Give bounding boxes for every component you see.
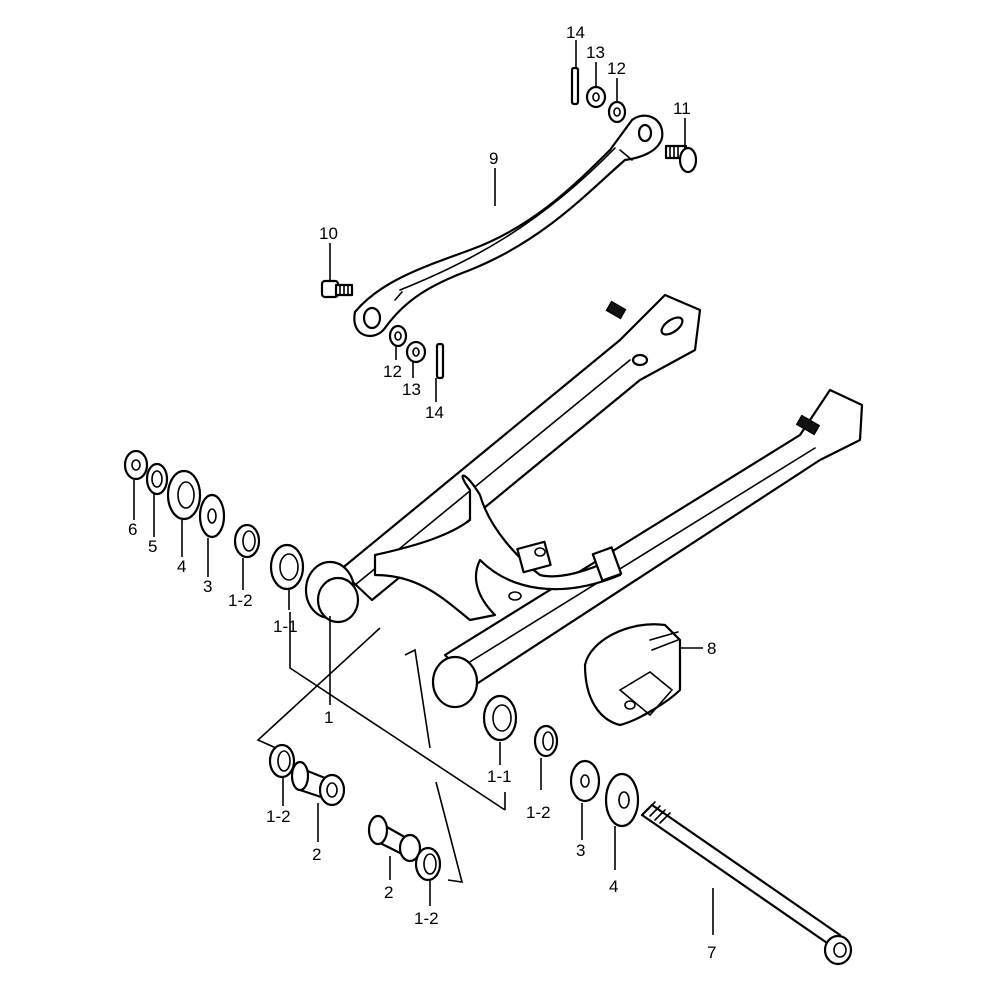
- label-2-left: 2: [312, 845, 321, 864]
- washer-3-left: [198, 493, 226, 539]
- bushing-1-1-right: [482, 694, 518, 742]
- pin-14-upper: [570, 66, 580, 106]
- swingarm: [304, 293, 864, 709]
- label-12-upper: 12: [607, 59, 626, 78]
- nut-13-upper: [585, 85, 607, 109]
- spacer-2-right: [367, 814, 422, 863]
- bushing-1-1-left: [269, 543, 305, 591]
- label-10: 10: [319, 224, 338, 243]
- label-1-2-right: 1-2: [526, 803, 551, 822]
- label-1-2-lower-left: 1-2: [266, 807, 291, 826]
- chain-guard: [583, 623, 682, 727]
- pivot-axle: [640, 801, 853, 966]
- label-8: 8: [707, 639, 716, 658]
- seal-4-right: [604, 772, 640, 828]
- bearing-1-2-left: [233, 523, 261, 559]
- seal-4-left: [166, 469, 202, 521]
- label-13-upper: 13: [586, 43, 605, 62]
- torque-link: [353, 114, 664, 337]
- label-4-right: 4: [609, 877, 618, 896]
- bearing-1-2-right: [533, 724, 559, 758]
- label-14-lower: 14: [425, 403, 444, 422]
- bearing-1-2-lower-left: [268, 743, 296, 779]
- label-9: 9: [489, 149, 498, 168]
- label-1: 1: [324, 708, 333, 727]
- label-7: 7: [707, 943, 716, 962]
- bolt-10: [320, 279, 354, 299]
- label-11: 11: [673, 99, 691, 118]
- spacer-2-left: [290, 760, 346, 807]
- label-3-right: 3: [576, 841, 585, 860]
- washer-12-upper: [607, 100, 627, 124]
- label-13-lower: 13: [402, 380, 421, 399]
- label-1-1-left: 1-1: [273, 617, 298, 636]
- part-labels: 14 13 12 11 9 10 12 13 14 6 5 4 3 1-2 1-…: [128, 23, 716, 962]
- label-1-2-left: 1-2: [228, 591, 253, 610]
- washer-3-right: [569, 759, 601, 803]
- nut-13-lower: [405, 340, 427, 364]
- washer-12-lower: [388, 324, 408, 348]
- label-3-left: 3: [203, 577, 212, 596]
- label-2-right: 2: [384, 883, 393, 902]
- label-4-left: 4: [177, 557, 186, 576]
- label-1-1-right: 1-1: [487, 767, 512, 786]
- washer-5: [145, 462, 169, 496]
- nut-6: [123, 449, 149, 481]
- label-14-upper: 14: [566, 23, 585, 42]
- bearing-1-2-lower-right: [414, 846, 442, 882]
- pin-14-lower: [435, 342, 445, 380]
- label-5: 5: [148, 537, 157, 556]
- label-12-lower: 12: [383, 362, 402, 381]
- leader-lines: [133, 40, 714, 935]
- label-1-2-lower-right: 1-2: [414, 909, 439, 928]
- bolt-11: [664, 144, 698, 174]
- label-6: 6: [128, 520, 137, 539]
